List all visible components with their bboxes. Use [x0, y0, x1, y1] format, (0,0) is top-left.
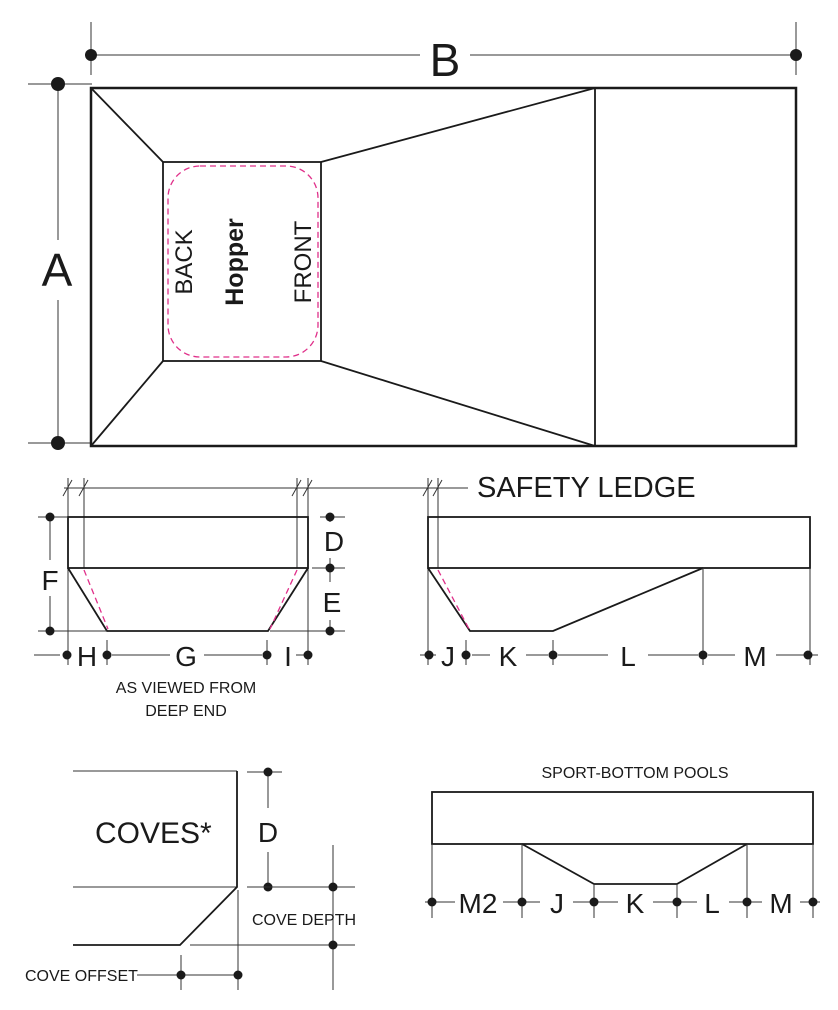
sport-m-label: M	[769, 888, 792, 919]
caption-line1: AS VIEWED FROM	[116, 680, 256, 697]
dim-b-label: B	[430, 34, 461, 86]
cove-offset-label: COVE OFFSET	[25, 968, 138, 985]
dim-j-label: J	[441, 641, 455, 672]
coves-detail: D COVES* COVE DEPTH COVE OFFSET	[25, 767, 356, 990]
dim-f-label: F	[41, 565, 58, 596]
dim-k-label: K	[499, 641, 518, 672]
hopper-outline	[167, 165, 319, 358]
cove-depth-label: COVE DEPTH	[252, 912, 356, 929]
caption-line2: DEEP END	[145, 703, 227, 720]
side-section: SAFETY LEDGE J K L M	[420, 472, 818, 672]
sport-j-label: J	[550, 888, 564, 919]
dim-i-label: I	[284, 641, 292, 672]
dim-e-label: E	[323, 587, 342, 618]
deep-end-section: F D E H G I AS VIEWED FROM DEEP END	[34, 478, 468, 720]
dim-m-label: M	[743, 641, 766, 672]
dim-a-label: A	[42, 244, 73, 296]
back-label: BACK	[171, 229, 198, 294]
sport-m2-label: M2	[459, 888, 498, 919]
sport-l-label: L	[704, 888, 720, 919]
coves-title: COVES*	[95, 817, 212, 850]
cove-d-label: D	[258, 817, 278, 848]
sport-k-label: K	[626, 888, 645, 919]
dim-h-label: H	[77, 641, 97, 672]
sport-bottom-title: SPORT-BOTTOM POOLS	[542, 765, 729, 782]
sport-bottom-detail: SPORT-BOTTOM POOLS M2 J K L M	[425, 765, 820, 919]
safety-ledge-label: SAFETY LEDGE	[477, 472, 696, 504]
front-label: FRONT	[290, 220, 317, 303]
dim-g-label: G	[175, 641, 197, 672]
plan-view: B A BACK Hopper FRONT	[28, 22, 802, 450]
dim-l-label: L	[620, 641, 636, 672]
hopper-label: Hopper	[221, 218, 249, 306]
dim-d-label: D	[324, 526, 344, 557]
